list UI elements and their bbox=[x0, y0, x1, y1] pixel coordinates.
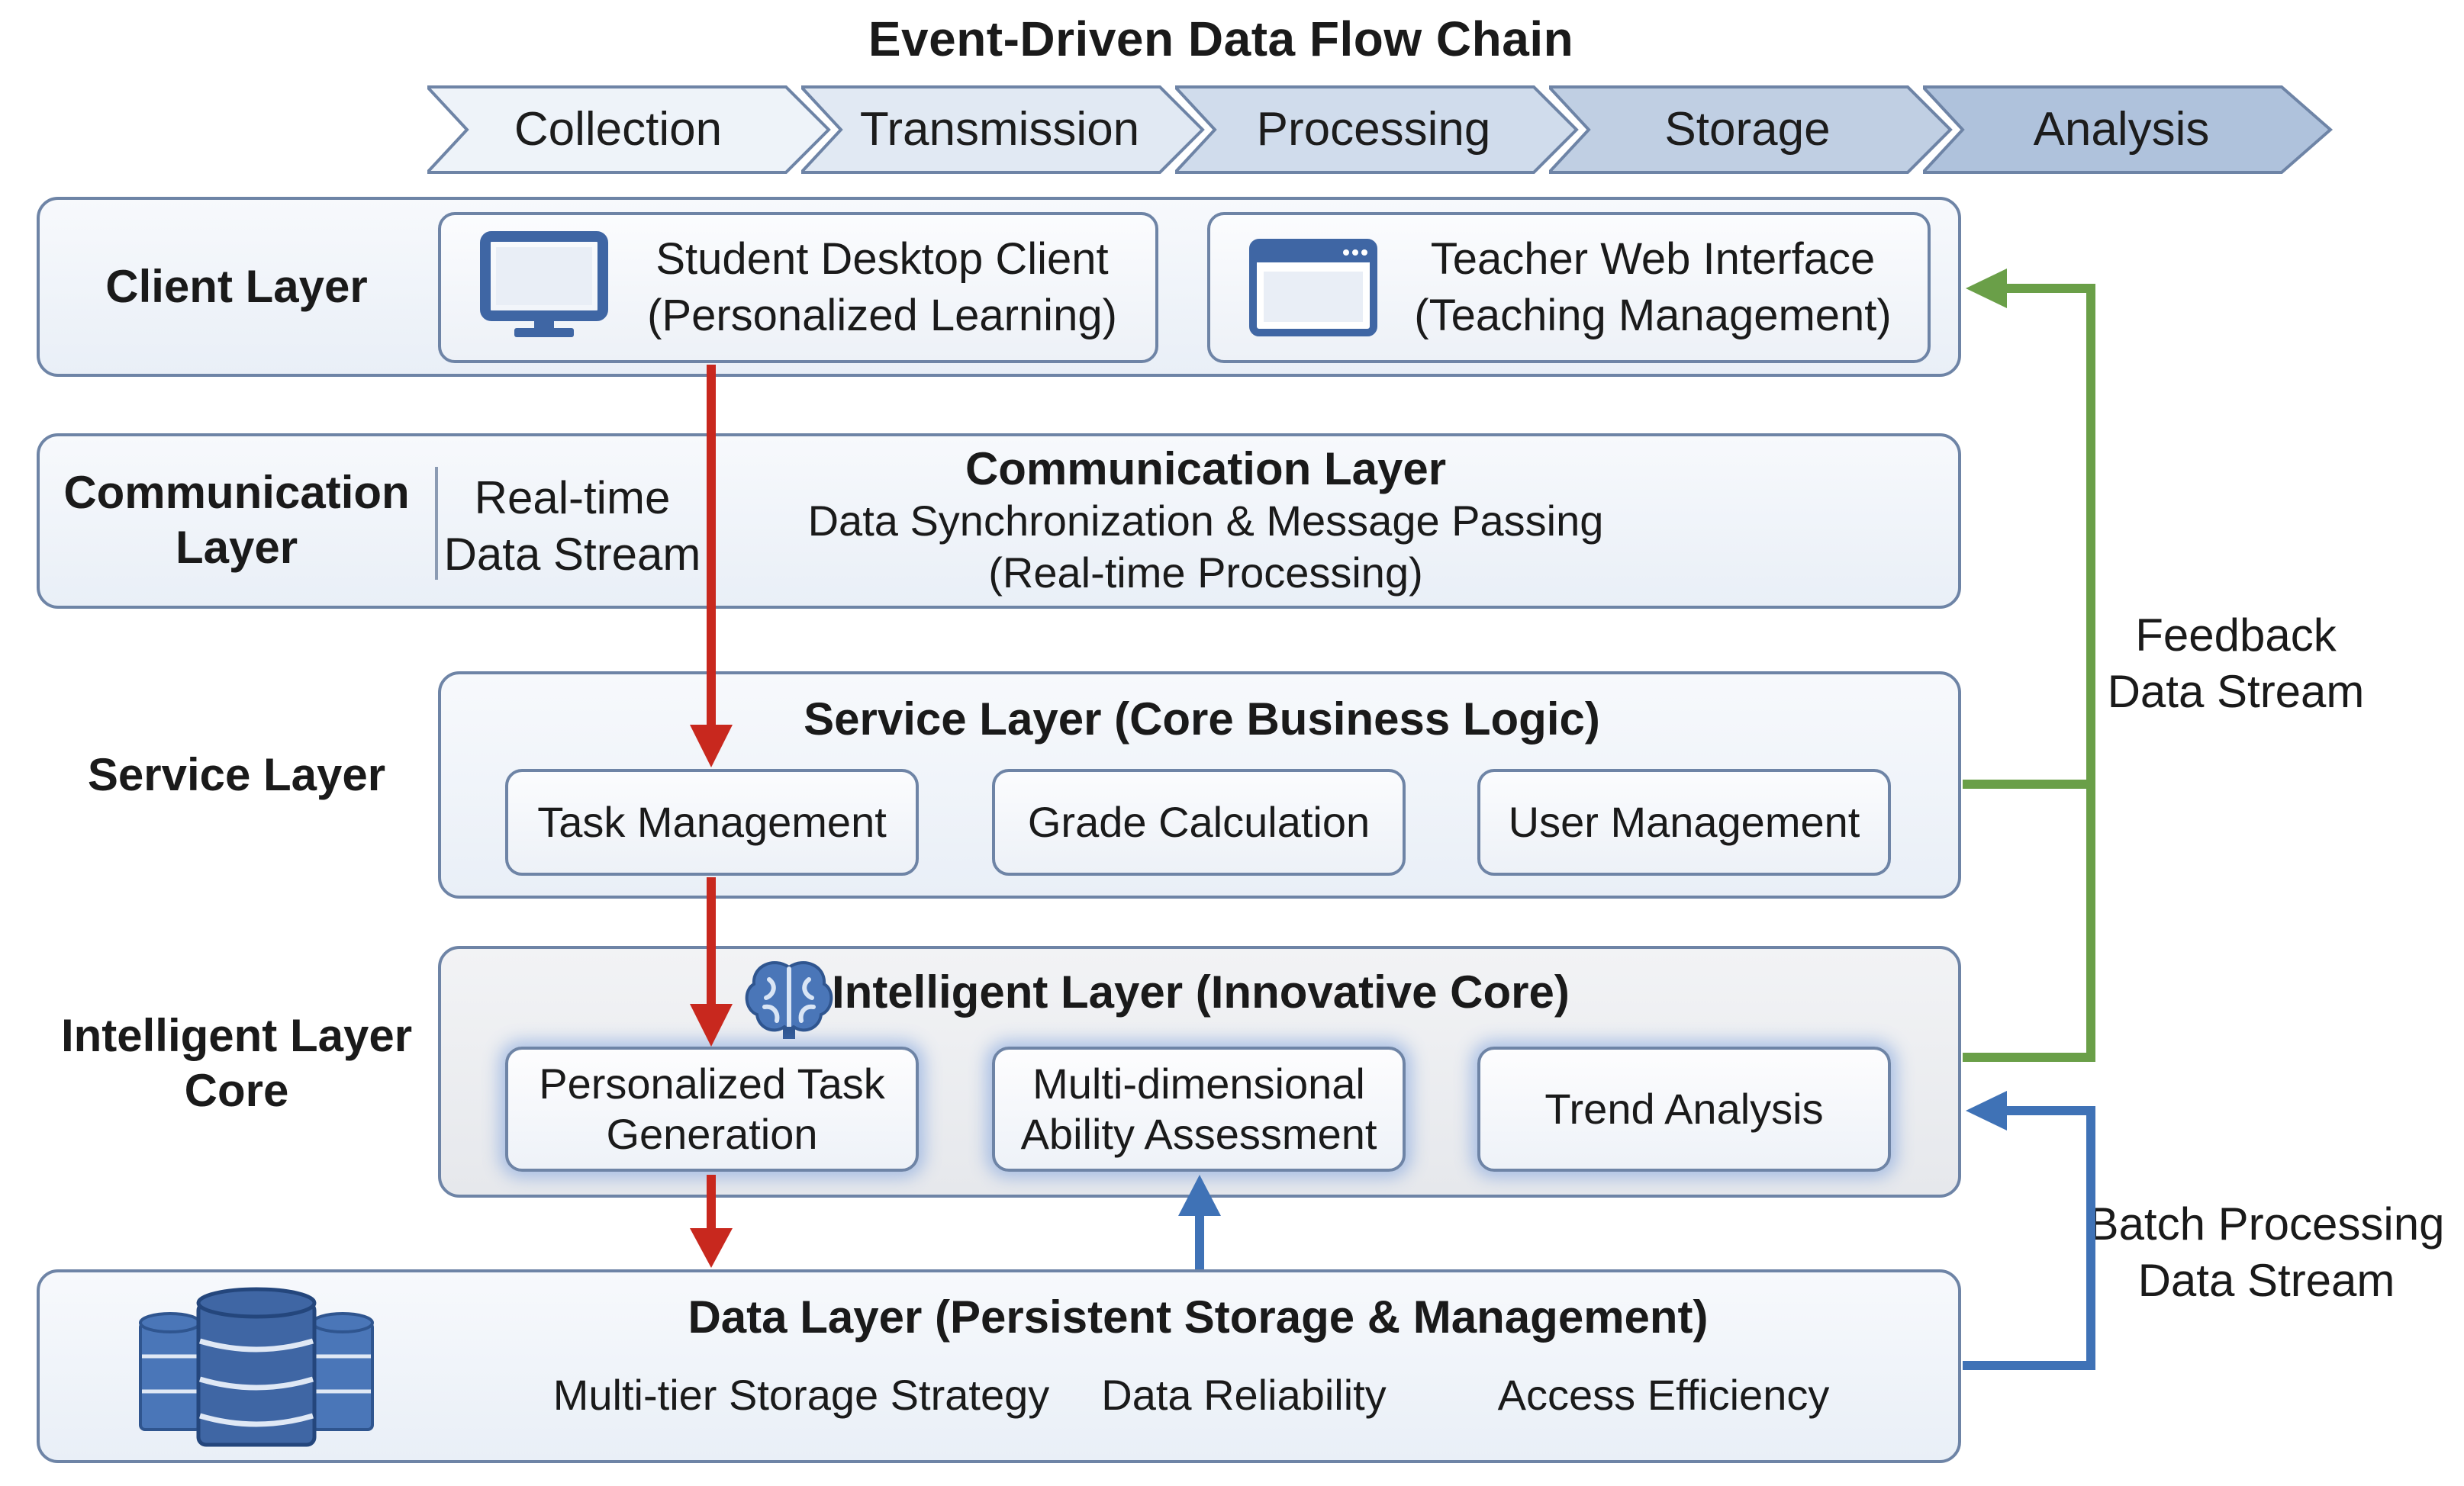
module-line1: Multi-dimensional bbox=[1032, 1060, 1365, 1108]
chevron-label: Collection bbox=[514, 103, 723, 156]
realtime-stream-line1: Real-time bbox=[474, 472, 671, 523]
data-layer-heading: Data Layer (Persistent Storage & Managem… bbox=[688, 1291, 1709, 1343]
batch-line1: Batch Processing bbox=[2088, 1198, 2445, 1250]
communication-layer-panel bbox=[37, 433, 1961, 609]
student-desktop-client-box: Student Desktop Client (Personalized Lea… bbox=[438, 212, 1158, 363]
module-line2: Ability Assessment bbox=[1020, 1110, 1377, 1158]
chevron-label: Storage bbox=[1664, 103, 1831, 156]
chevron-processing: Processing bbox=[1175, 85, 1580, 174]
batch-processing-data-stream-label: Batch Processing Data Stream bbox=[2076, 1196, 2457, 1309]
red-arrowhead-service bbox=[690, 725, 733, 767]
chevron-collection: Collection bbox=[427, 85, 832, 174]
chevron-transmission: Transmission bbox=[801, 85, 1206, 174]
intelligent-layer-label: Intelligent Layer Core bbox=[46, 1008, 427, 1118]
flow-chain: Collection Transmission Processing Stora… bbox=[427, 85, 2335, 174]
chevron-storage: Storage bbox=[1549, 85, 1953, 174]
feedback-arrow bbox=[1963, 269, 2095, 1062]
communication-label-line1: Communication bbox=[63, 467, 410, 518]
client-layer-label: Client Layer bbox=[105, 261, 368, 312]
red-arrowhead-data bbox=[690, 1228, 733, 1268]
diagram-title: Event-Driven Data Flow Chain bbox=[868, 11, 1574, 66]
desktop-monitor-icon bbox=[480, 231, 608, 337]
module-line1: Personalized Task bbox=[539, 1060, 885, 1108]
realtime-stream-line2: Data Stream bbox=[443, 529, 701, 580]
data-to-assessment-arrow bbox=[1178, 1175, 1221, 1269]
module-line2: Generation bbox=[606, 1110, 818, 1158]
teacher-interface-subtitle: (Teaching Management) bbox=[1414, 291, 1892, 340]
feedback-line1: Feedback bbox=[2135, 610, 2337, 661]
trend-analysis-box: Trend Analysis bbox=[1477, 1047, 1891, 1172]
communication-heading: Communication Layer bbox=[965, 443, 1447, 494]
chevron-label: Processing bbox=[1256, 103, 1491, 156]
batch-processing-arrow bbox=[1963, 1091, 2095, 1370]
database-icon bbox=[139, 1287, 374, 1447]
task-management-box: Task Management bbox=[505, 769, 919, 876]
realtime-flow-arrows bbox=[690, 365, 733, 1268]
grade-calculation-box: Grade Calculation bbox=[992, 769, 1406, 876]
teacher-interface-title: Teacher Web Interface bbox=[1430, 234, 1876, 284]
user-management-box: User Management bbox=[1477, 769, 1891, 876]
intelligent-label-line2: Core bbox=[184, 1065, 289, 1116]
communication-line1: Data Synchronization & Message Passing bbox=[807, 497, 1604, 545]
data-item-access-efficiency: Access Efficiency bbox=[1497, 1371, 1830, 1419]
chevron-analysis: Analysis bbox=[1923, 85, 2335, 174]
module-line1: Trend Analysis bbox=[1544, 1085, 1824, 1133]
red-arrowhead-intelligent bbox=[690, 1004, 733, 1047]
batch-line2: Data Stream bbox=[2137, 1255, 2395, 1306]
multi-dimensional-ability-assessment-box: Multi-dimensional Ability Assessment bbox=[992, 1047, 1406, 1172]
service-layer-label: Service Layer bbox=[87, 749, 386, 800]
intelligent-label-line1: Intelligent Layer bbox=[60, 1010, 413, 1061]
personalized-task-generation-box: Personalized Task Generation bbox=[505, 1047, 919, 1172]
communication-divider bbox=[435, 467, 438, 580]
teacher-web-interface-box: Teacher Web Interface (Teaching Manageme… bbox=[1207, 212, 1931, 363]
chevron-label: Transmission bbox=[859, 103, 1140, 156]
student-client-subtitle: (Personalized Learning) bbox=[647, 291, 1117, 340]
realtime-stream-label: Real-time Data Stream bbox=[443, 470, 702, 583]
communication-layer-label: Communication Layer bbox=[46, 465, 427, 575]
service-heading: Service Layer (Core Business Logic) bbox=[804, 693, 1600, 745]
feedback-line2: Data Stream bbox=[2107, 666, 2365, 717]
communication-label-line2: Layer bbox=[175, 522, 298, 573]
student-client-title: Student Desktop Client bbox=[655, 234, 1109, 284]
chevron-label: Analysis bbox=[2033, 103, 2210, 156]
feedback-data-stream-label: Feedback Data Stream bbox=[2076, 607, 2396, 720]
browser-window-icon bbox=[1249, 239, 1377, 336]
data-item-reliability: Data Reliability bbox=[1101, 1371, 1387, 1419]
data-item-storage-strategy: Multi-tier Storage Strategy bbox=[552, 1371, 1050, 1419]
communication-line2: (Real-time Processing) bbox=[988, 548, 1423, 597]
brain-icon bbox=[745, 961, 833, 1039]
intelligent-heading: Intelligent Layer (Innovative Core) bbox=[832, 967, 1570, 1018]
